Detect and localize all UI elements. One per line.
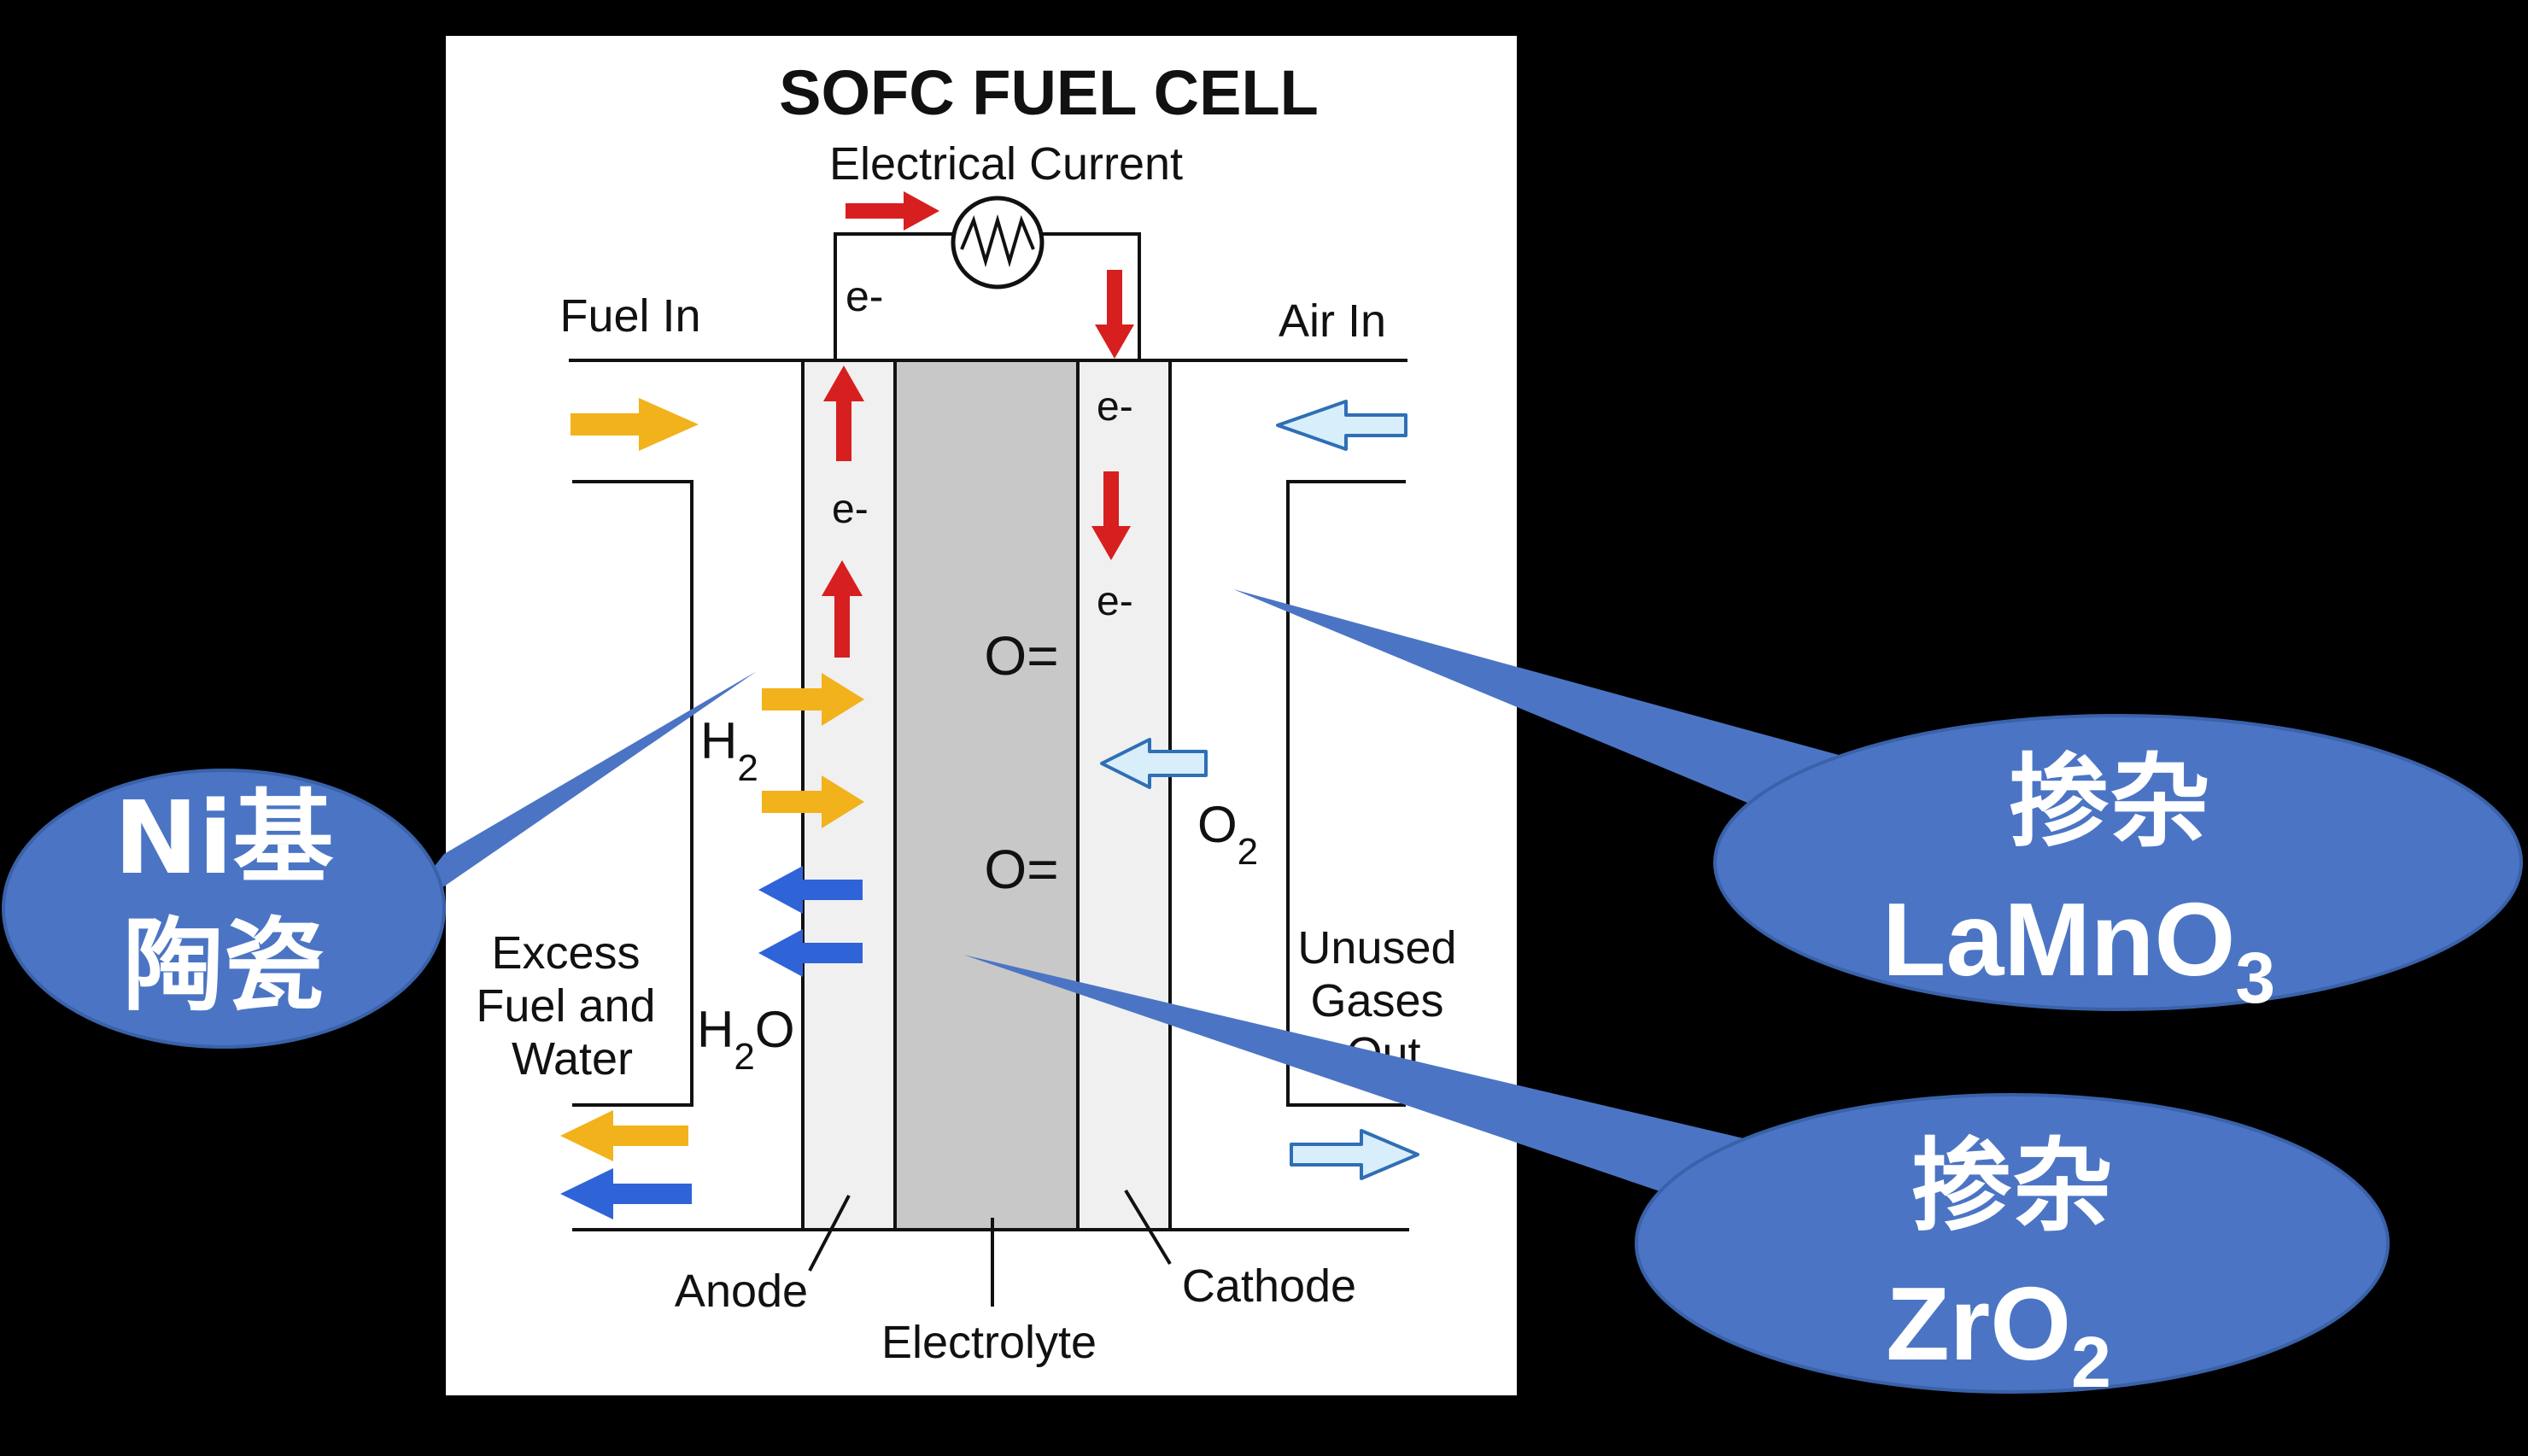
electron-arrow-up	[823, 365, 864, 461]
air-in-arrow	[1276, 400, 1407, 451]
electron-label-cathode-upper: e-	[1097, 384, 1133, 430]
electron-label-anode: e-	[832, 487, 869, 532]
anode-label: Anode	[675, 1266, 808, 1317]
electrical-current-label: Electrical Current	[829, 138, 1183, 190]
cathode-leader-line	[1124, 1189, 1172, 1266]
excess-water-out-arrow	[560, 1168, 692, 1219]
oxide-ion-label-lower: O=	[984, 839, 1058, 900]
cathode-callout-formula: LaMnO3	[1882, 881, 2275, 1018]
electrolyte-label: Electrolyte	[881, 1317, 1097, 1368]
unused-gases-out-arrow	[1290, 1129, 1419, 1180]
excess-fuel-out-arrow	[560, 1110, 688, 1161]
anode-callout-line2: 陶瓷	[123, 907, 325, 1025]
cathode-material-callout: 掺杂 LaMnO3	[1233, 589, 2523, 1018]
electrolyte-layer	[893, 359, 1080, 1231]
cathode-layer	[1076, 359, 1172, 1231]
cathode-callout-line1: 掺杂	[2009, 743, 2210, 861]
anode-material-callout: Ni基 陶瓷	[2, 671, 757, 1049]
air-channel-wall	[1286, 480, 1406, 1107]
electron-arrow-down	[1095, 270, 1134, 359]
h2-label: H2	[700, 712, 758, 789]
anode-leader-line	[808, 1195, 851, 1272]
electron-label-top-left: e-	[846, 272, 883, 320]
cathode-label: Cathode	[1182, 1260, 1356, 1312]
electrolyte-callout-line1: 掺杂	[1911, 1127, 2113, 1245]
excess-fuel-water-label: Excess Fuel and Water	[476, 927, 668, 1085]
h2o-flow-arrow	[758, 866, 863, 914]
h2o-flow-arrow	[758, 929, 863, 977]
diagram-title: SOFC FUEL CELL	[779, 57, 1319, 128]
current-direction-arrow	[846, 191, 939, 231]
o2-flow-arrow	[1100, 738, 1208, 789]
electrolyte-callout-formula: ZrO2	[1886, 1266, 2111, 1402]
electron-arrow-up	[822, 560, 863, 658]
o2-label: O2	[1197, 796, 1258, 873]
h2o-label: H2O	[697, 1001, 795, 1078]
h2-flow-arrow	[762, 775, 864, 828]
fuel-in-label: Fuel In	[559, 290, 700, 342]
ammeter-icon	[951, 196, 1045, 289]
electron-label-cathode-lower: e-	[1097, 579, 1133, 624]
oxide-ion-label-upper: O=	[984, 625, 1058, 687]
h2-flow-arrow	[762, 673, 864, 726]
electrolyte-material-callout: 掺杂 ZrO2	[963, 955, 2390, 1402]
fuel-channel-wall	[572, 480, 693, 1107]
air-in-label: Air In	[1279, 295, 1386, 347]
anode-callout-line1: Ni基	[114, 779, 333, 897]
electron-arrow-down	[1091, 471, 1131, 560]
fuel-in-arrow	[571, 398, 699, 451]
